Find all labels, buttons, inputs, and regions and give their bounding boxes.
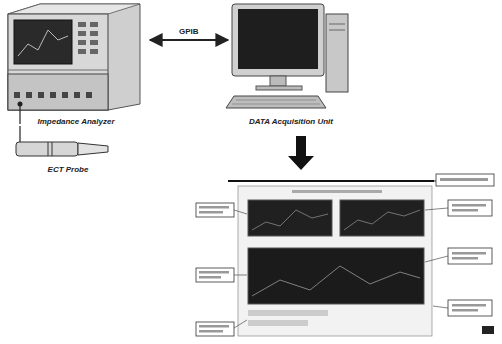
analyzer-illustration	[8, 4, 140, 124]
device-label: ECT Probe	[10, 165, 126, 174]
probe-illustration	[16, 142, 108, 156]
device-node: ECT Probe	[10, 140, 126, 174]
software-screenshot	[196, 174, 494, 336]
connector	[19, 126, 20, 142]
device-node: Impedance Analyzer	[4, 2, 148, 126]
device-node: DATA Acquisition Unit	[222, 2, 360, 126]
device-label: DATA Acquisition Unit	[222, 117, 360, 126]
device-label: Impedance Analyzer	[4, 117, 148, 126]
computer-illustration	[226, 4, 348, 108]
flow-arrow	[288, 136, 314, 170]
edge-label: GPIB	[177, 27, 201, 36]
connector	[150, 39, 228, 41]
